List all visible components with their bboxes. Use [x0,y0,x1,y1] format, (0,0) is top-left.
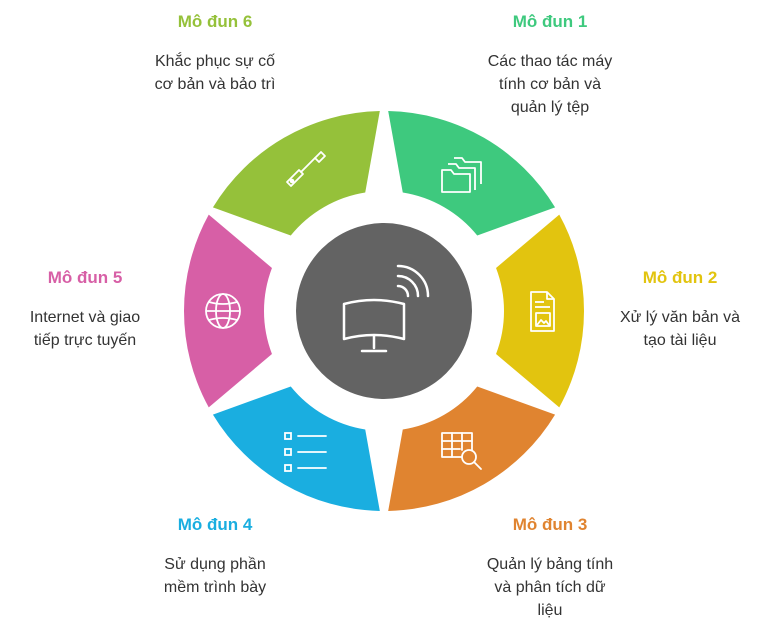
module-4-title: Mô đun 4 [177,515,253,534]
module-2-title: Mô đun 2 [642,268,718,287]
module-1-title: Mô đun 1 [512,12,588,31]
center-circle [296,223,472,399]
module-6-title: Mô đun 6 [177,12,253,31]
module-1-desc: Các thao tác máy tính cơ bản và quản lý … [487,53,613,116]
module-4-desc: Sử dụng phần mềm trình bày [163,556,267,596]
module-1-segment [388,111,556,236]
module-6-desc: Khắc phục sự cố cơ bản và bảo trì [154,53,276,93]
document-image-icon [530,291,555,332]
module-5-label: Mô đun 5 Internet và giao tiếp trực tuyế… [5,268,165,352]
module-1-label: Mô đun 1 Các thao tác máy tính cơ bản và… [450,12,650,119]
module-3-title: Mô đun 3 [512,515,588,534]
module-3-label: Mô đun 3 Quản lý bảng tính và phân tích … [450,515,650,622]
folders-icon [441,157,482,193]
module-2-desc: Xử lý văn bản và tạo tài liệu [619,309,741,349]
module-4-segment [212,386,380,511]
wireless-monitor-icon [342,264,430,353]
spreadsheet-search-icon [441,432,482,470]
module-5-title: Mô đun 5 [47,268,123,287]
module-5-desc: Internet và giao tiếp trực tuyến [29,309,141,349]
globe-icon [205,293,241,329]
screwdriver-icon [286,151,326,187]
checklist-icon [284,432,327,472]
module-3-desc: Quản lý bảng tính và phân tích dữ liệu [486,556,614,619]
module-2-label: Mô đun 2 Xử lý văn bản và tạo tài liệu [595,268,765,352]
module-2-segment [496,214,585,408]
module-6-label: Mô đun 6 Khắc phục sự cố cơ bản và bảo t… [115,12,315,96]
module-4-label: Mô đun 4 Sử dụng phần mềm trình bày [115,515,315,599]
